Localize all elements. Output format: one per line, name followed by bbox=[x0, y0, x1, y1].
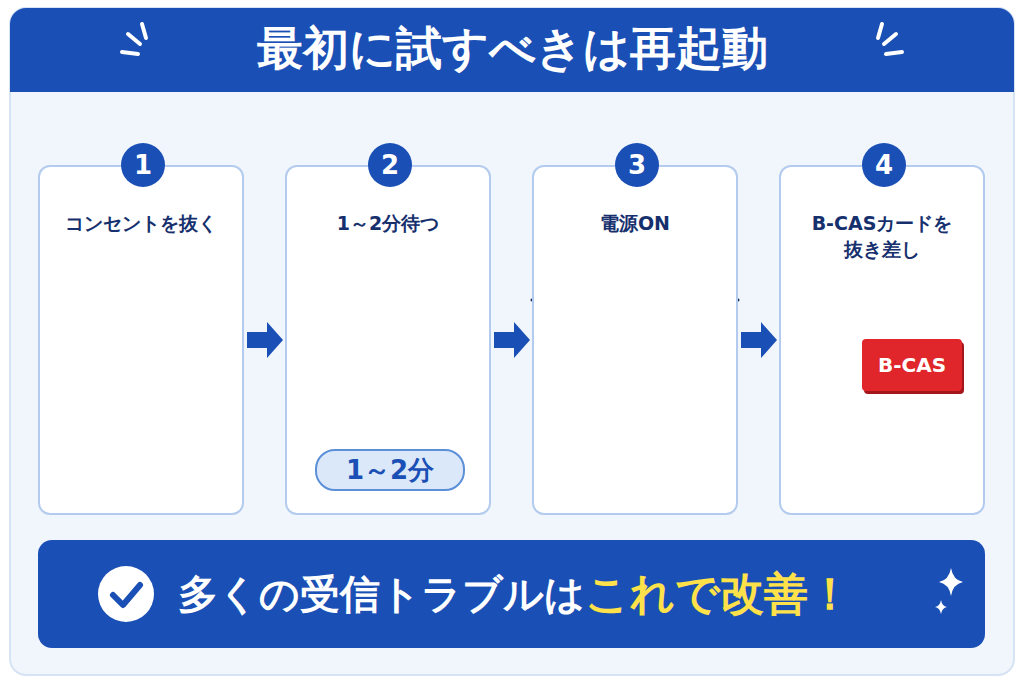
check-icon bbox=[96, 564, 156, 624]
drawing-part bbox=[122, 52, 138, 54]
step-panel: 1～2分待つ21～2分 bbox=[285, 165, 491, 515]
step-panel: コンセントを抜く1 bbox=[38, 165, 244, 515]
step-arrow bbox=[247, 322, 283, 358]
drawing-part bbox=[878, 24, 882, 38]
node-text: 1 bbox=[134, 152, 152, 178]
drawing-part bbox=[886, 52, 902, 54]
node-text-highlight: これで改善！ bbox=[585, 568, 852, 621]
page-ground bbox=[10, 8, 1014, 675]
node-text: 3 bbox=[628, 152, 646, 178]
step-arrow bbox=[494, 322, 530, 358]
drawing-part bbox=[113, 585, 140, 605]
step-number: 3 bbox=[615, 143, 659, 187]
drawing-part bbox=[884, 34, 896, 44]
result-band: 多くの受信トラブルはこれで改善！ bbox=[38, 540, 985, 648]
step-arrow bbox=[741, 322, 777, 358]
title-text: 最初に試すべきは再起動 bbox=[0, 20, 1024, 76]
node-text: 2 bbox=[381, 152, 399, 178]
node-text: B-CASカードを 抜き差し bbox=[789, 211, 975, 262]
sparkle bbox=[931, 560, 971, 620]
node-text: 電源ON bbox=[542, 211, 728, 237]
step-number: 2 bbox=[368, 143, 412, 187]
node-text: 4 bbox=[875, 152, 893, 178]
drawing-part bbox=[939, 568, 963, 596]
step-number: 1 bbox=[121, 143, 165, 187]
drawing-part bbox=[98, 566, 154, 622]
drawing-part bbox=[128, 34, 140, 44]
step-number: 4 bbox=[862, 143, 906, 187]
time-pill: 1～2分 bbox=[315, 449, 465, 491]
node-text: コンセントを抜く bbox=[48, 211, 234, 237]
step-panel: 電源ON3 bbox=[532, 165, 738, 515]
node-text: 1～2分 bbox=[346, 457, 434, 483]
node-text: 多くの受信トラブルは bbox=[178, 570, 585, 618]
node-text: 1～2分待つ bbox=[295, 211, 481, 237]
node-text: B-CAS bbox=[878, 355, 946, 375]
drawing-part bbox=[142, 24, 146, 38]
bcas-card: B-CAS bbox=[862, 339, 962, 391]
drawing-part bbox=[935, 600, 947, 614]
step-panel: B-CASカードを 抜き差し4B-CAS bbox=[779, 165, 985, 515]
